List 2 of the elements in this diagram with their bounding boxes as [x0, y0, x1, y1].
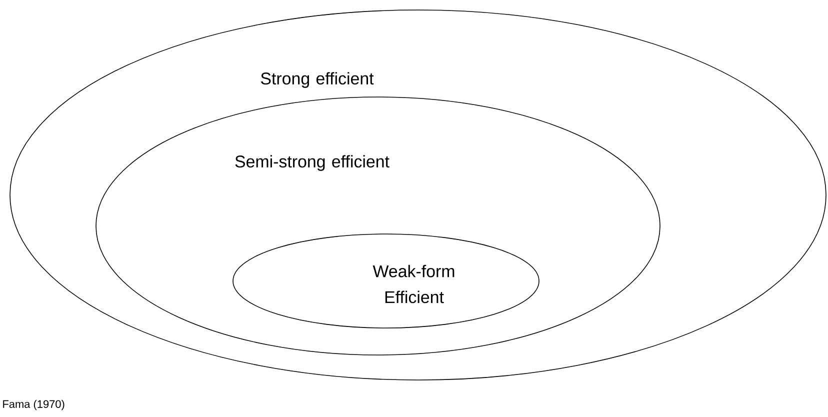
- ellipse-region: Weak-form Efficient: [232, 234, 540, 328]
- source-note: Fama (1970): [3, 400, 64, 410]
